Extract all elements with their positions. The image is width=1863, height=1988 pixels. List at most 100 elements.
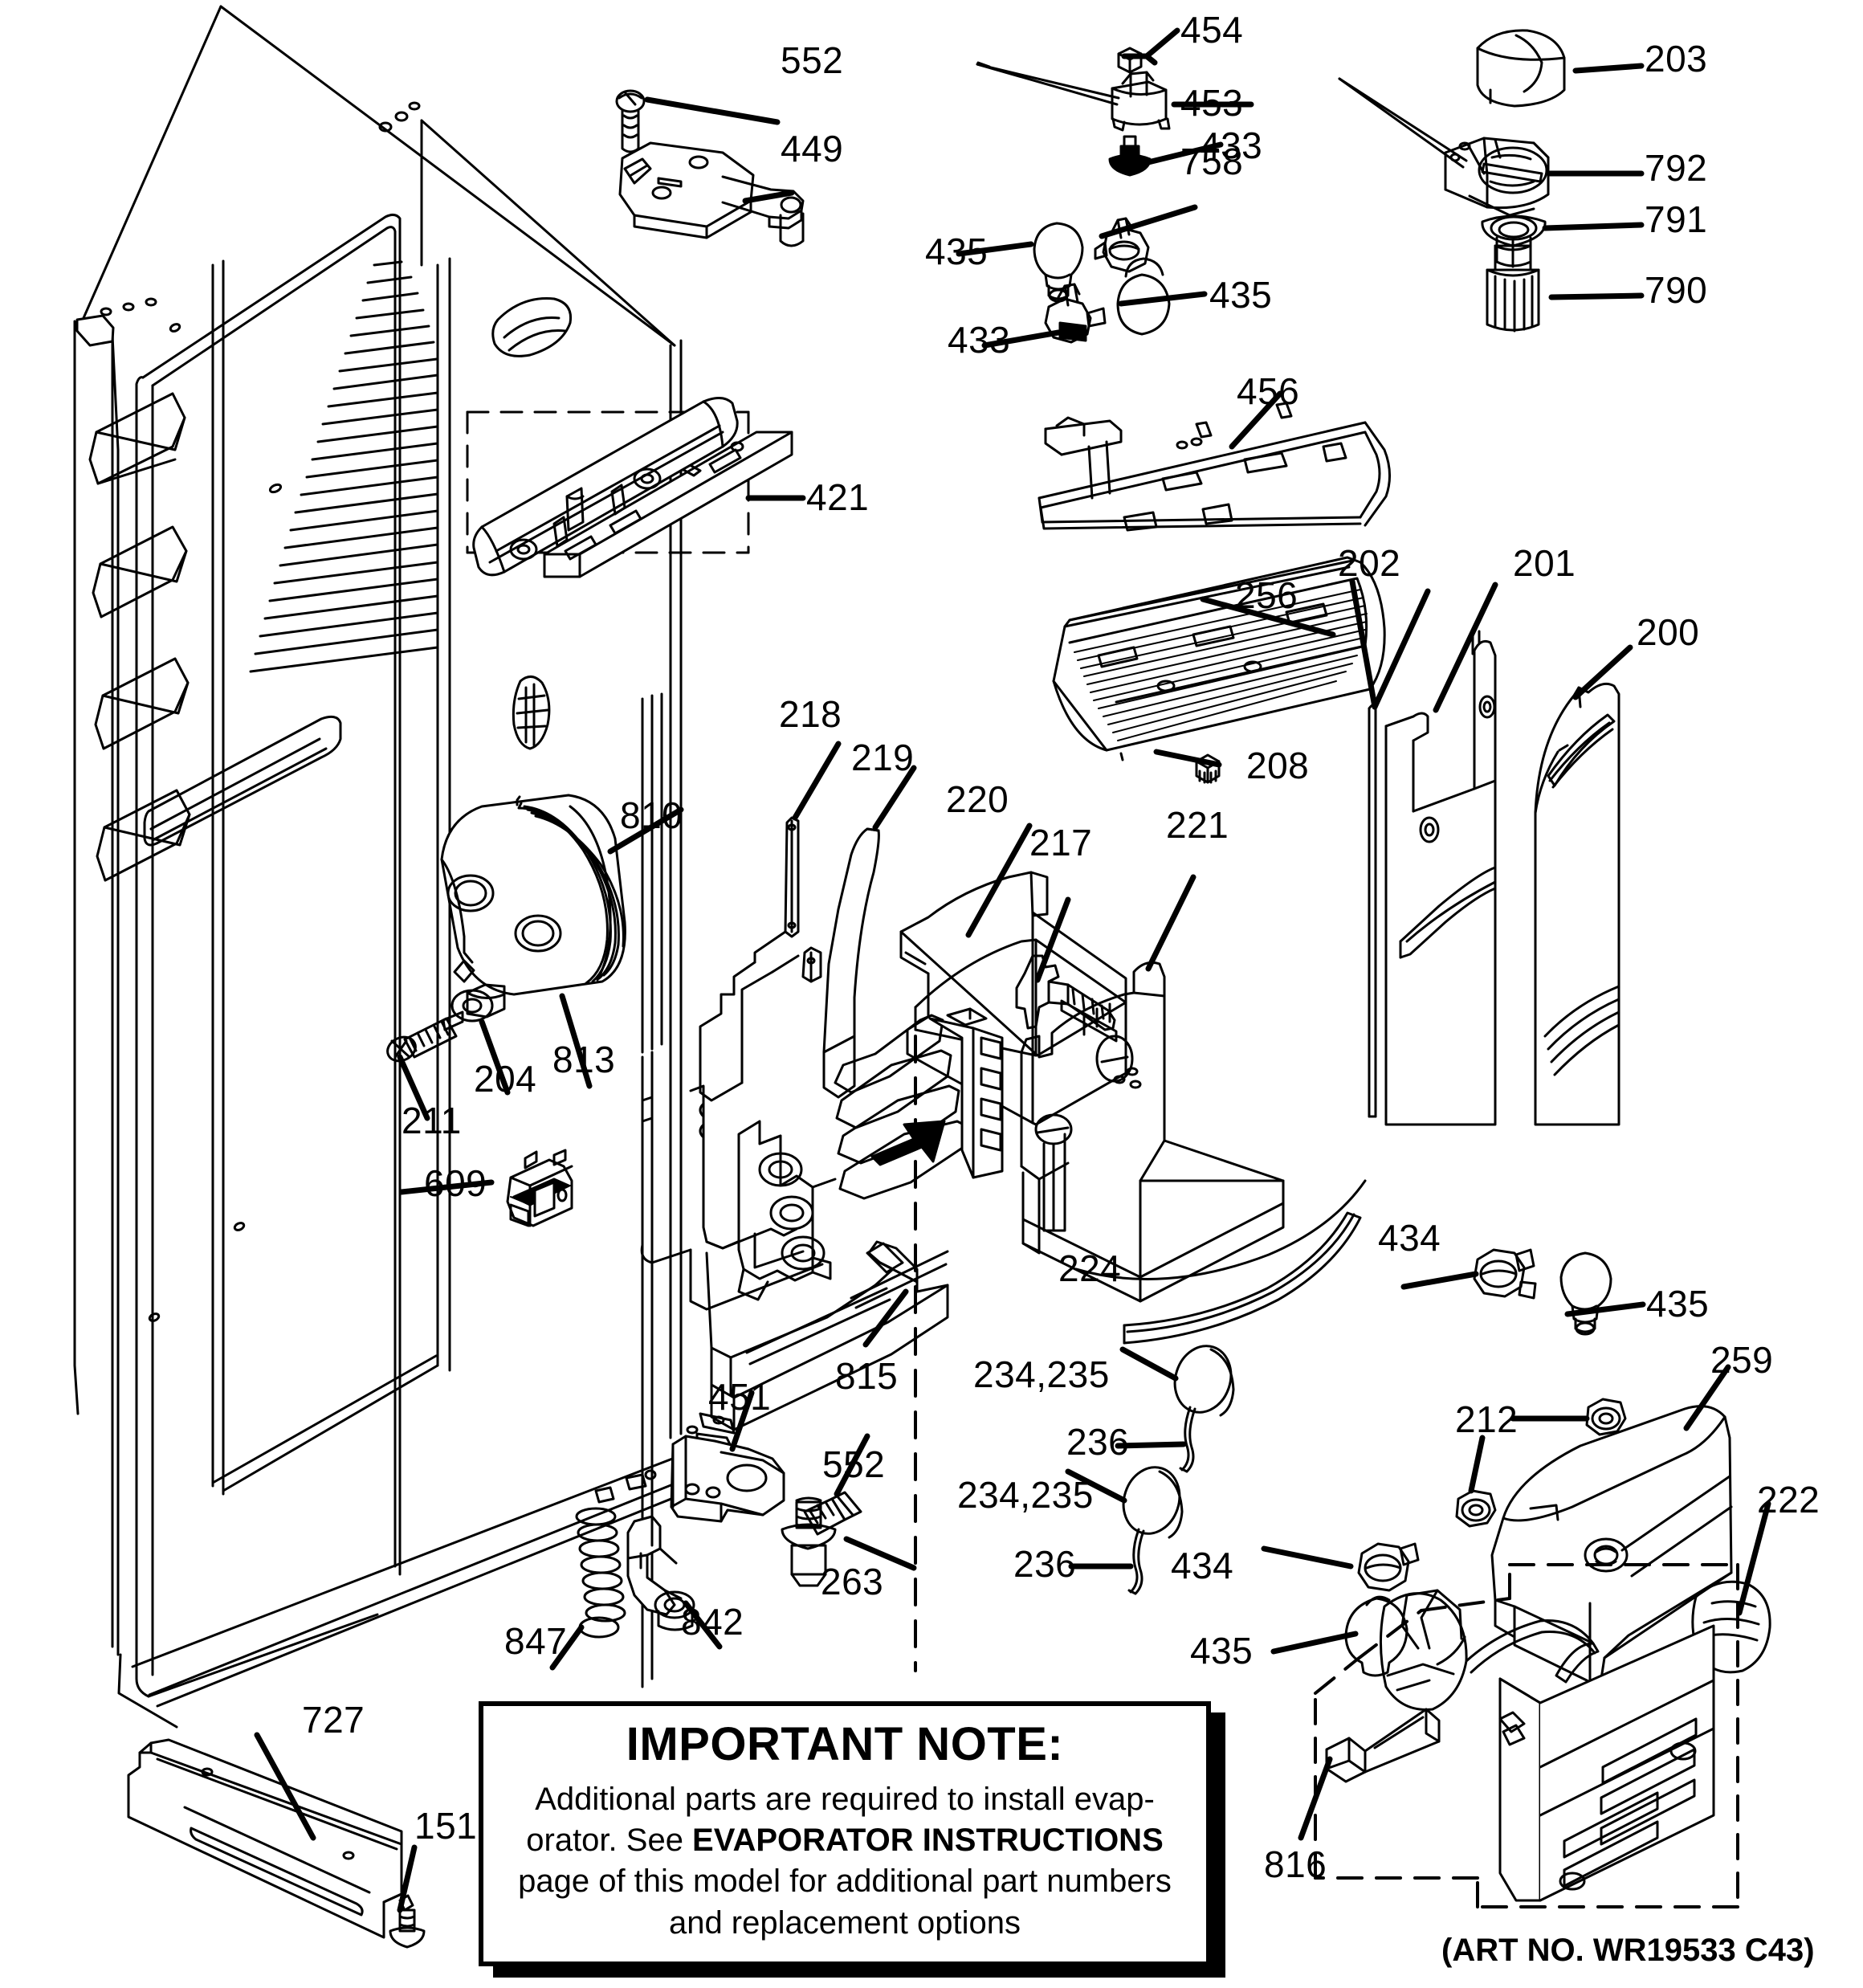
part-433-lamp-socket-lower xyxy=(1044,283,1107,344)
part-200-door-handle-outer xyxy=(1534,682,1620,1126)
part-792-filter-housing xyxy=(1338,77,1550,217)
callout-609: 609 xyxy=(424,1162,487,1204)
callout-451: 451 xyxy=(708,1376,772,1418)
callout-791: 791 xyxy=(1645,198,1708,240)
part-727-kick-panel xyxy=(127,1738,403,1939)
note-line-4: and replacement options xyxy=(668,1904,1021,1941)
part-456-grille-frame xyxy=(1037,402,1391,532)
callout-151: 151 xyxy=(414,1805,478,1847)
part-201-door-handle-inner xyxy=(1384,639,1497,1126)
callout-456: 456 xyxy=(1237,370,1300,412)
callout-842: 842 xyxy=(681,1601,744,1643)
part-234-235-thermistor-lower xyxy=(1122,1466,1184,1595)
callout-236-upper: 236 xyxy=(1066,1421,1130,1463)
callout-211: 211 xyxy=(402,1100,462,1141)
part-435-light-bulb-lower xyxy=(1116,257,1171,336)
leader-lines xyxy=(254,27,1771,1913)
callout-218: 218 xyxy=(779,693,842,735)
callout-758: 758 xyxy=(1180,141,1244,182)
part-816-evaporator-fan-assembly xyxy=(1314,1563,1739,1908)
part-421-light-assembly xyxy=(466,397,793,578)
evaporator-coil-assembly xyxy=(640,692,1004,1688)
part-263-hinge-pin xyxy=(781,1496,837,1587)
part-609-switch xyxy=(506,1149,573,1227)
part-815-drip-tray xyxy=(705,1240,949,1431)
note-line-2-pre: orator. See xyxy=(526,1823,693,1859)
callout-263: 263 xyxy=(821,1561,884,1602)
callout-454: 454 xyxy=(1180,9,1244,51)
callout-449: 449 xyxy=(781,128,844,169)
part-449-hinge-bracket xyxy=(618,141,805,247)
callout-219: 219 xyxy=(851,737,915,778)
callout-847: 847 xyxy=(504,1620,568,1662)
callout-221: 221 xyxy=(1166,804,1229,846)
callout-434-lower: 434 xyxy=(1171,1545,1234,1586)
callout-201: 201 xyxy=(1513,542,1576,584)
part-552-top-screw xyxy=(615,89,646,153)
part-219-bracket xyxy=(822,827,880,1099)
part-842-latch-lever xyxy=(626,1515,695,1631)
part-212-grommet-lower xyxy=(1455,1489,1497,1528)
callout-813: 813 xyxy=(552,1039,616,1080)
note-body: Additional parts are required to install… xyxy=(483,1779,1206,1953)
important-note-box: IMPORTANT NOTE: Additional parts are req… xyxy=(479,1701,1211,1966)
callout-217: 217 xyxy=(1029,822,1093,863)
callout-792: 792 xyxy=(1645,147,1708,189)
part-234-235-thermistor-upper xyxy=(1173,1345,1235,1473)
callout-224: 224 xyxy=(1058,1247,1122,1289)
callout-200: 200 xyxy=(1637,611,1700,653)
callout-222: 222 xyxy=(1757,1479,1820,1521)
callout-552-lower: 552 xyxy=(822,1443,886,1485)
callout-435-bottom: 435 xyxy=(1190,1630,1254,1672)
callout-212: 212 xyxy=(1455,1398,1519,1440)
callout-234-235-lower: 234,235 xyxy=(957,1474,1094,1516)
callout-435-right: 435 xyxy=(1209,274,1273,316)
part-203-filter-cap xyxy=(1476,29,1566,108)
part-451-hinge-bracket xyxy=(670,1435,785,1523)
callout-790: 790 xyxy=(1645,269,1708,311)
note-line-1: Additional parts are required to install… xyxy=(535,1782,1155,1817)
callout-435-right-mid: 435 xyxy=(1646,1283,1710,1325)
refrigerator-cabinet xyxy=(73,5,748,1729)
callout-815: 815 xyxy=(835,1355,899,1397)
part-435-bulb-right-upper xyxy=(1559,1251,1612,1336)
callout-236-lower: 236 xyxy=(1013,1543,1077,1585)
part-810-813-evaporator-cover xyxy=(440,794,626,996)
callout-208: 208 xyxy=(1246,745,1310,786)
part-791-filter-seal xyxy=(1481,214,1547,268)
art-number: (ART NO. WR19533 C43) xyxy=(1441,1933,1815,1968)
part-212-grommet-upper xyxy=(1585,1398,1627,1436)
part-434-socket-right-upper xyxy=(1473,1248,1537,1300)
callout-433-upper: 433 xyxy=(1200,125,1263,166)
callout-202: 202 xyxy=(1338,542,1401,584)
callout-552-top: 552 xyxy=(781,39,844,81)
callout-234-235-upper: 234,235 xyxy=(973,1353,1110,1395)
part-218-rod xyxy=(699,816,822,1102)
part-435-bulb-lower xyxy=(1344,1595,1408,1677)
part-256-air-grille xyxy=(1052,556,1386,761)
callout-220: 220 xyxy=(946,778,1009,820)
part-453-water-valve-assembly xyxy=(976,47,1171,177)
callout-453: 453 xyxy=(1180,82,1244,124)
part-790-filter-cartridge xyxy=(1486,244,1540,333)
callout-433-lower: 433 xyxy=(948,319,1011,361)
callout-727: 727 xyxy=(302,1699,365,1741)
note-line-2: orator. See EVAPORATOR INSTRUCTIONS xyxy=(498,1820,1192,1861)
callout-256: 256 xyxy=(1235,574,1298,616)
part-151-screw xyxy=(389,1894,426,1949)
callout-204: 204 xyxy=(474,1058,537,1100)
part-211-screw xyxy=(386,1010,464,1063)
part-434-socket-lower xyxy=(1357,1542,1420,1592)
callout-816: 816 xyxy=(1264,1843,1327,1885)
note-title: IMPORTANT NOTE: xyxy=(626,1718,1064,1770)
note-line-2-bold: EVAPORATOR INSTRUCTIONS xyxy=(692,1823,1164,1859)
callout-810: 810 xyxy=(620,794,683,836)
callout-203: 203 xyxy=(1645,38,1708,80)
callout-259: 259 xyxy=(1710,1339,1774,1381)
callout-435-upper: 435 xyxy=(925,231,989,272)
callout-434-upper: 434 xyxy=(1378,1217,1441,1259)
callout-421: 421 xyxy=(806,476,870,518)
note-line-3: page of this model for additional part n… xyxy=(518,1863,1172,1900)
